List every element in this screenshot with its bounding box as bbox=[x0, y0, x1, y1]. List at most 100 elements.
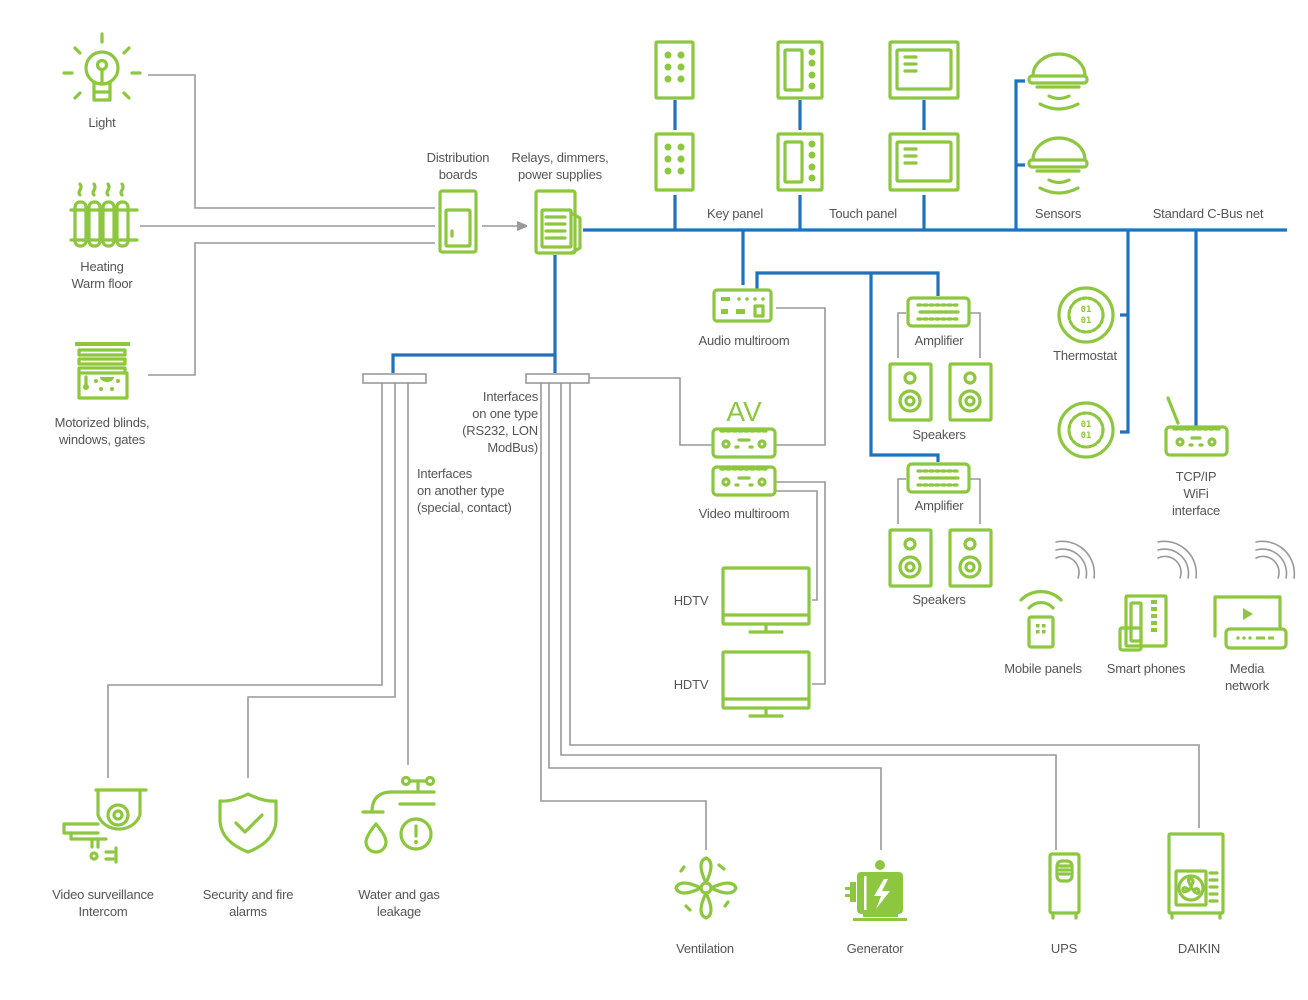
touch-panel-icon bbox=[776, 132, 824, 192]
wire-security bbox=[247, 383, 396, 778]
hdtv-icon bbox=[721, 566, 811, 634]
blinds-icon bbox=[75, 342, 130, 400]
label-ups: UPS bbox=[1050, 941, 1078, 956]
ups-icon bbox=[1048, 852, 1081, 920]
motion-sensor-icon bbox=[1027, 52, 1089, 111]
speaker-icon bbox=[948, 528, 993, 588]
input-wires bbox=[140, 74, 526, 376]
wire-daikin bbox=[569, 383, 1200, 828]
label-light: Light bbox=[88, 115, 116, 130]
wire-amp2-spk-r bbox=[970, 478, 981, 524]
media-player-icon bbox=[1213, 595, 1288, 650]
wire-ups bbox=[560, 383, 1057, 850]
label-generator: Generator bbox=[846, 941, 904, 956]
speaker-icon bbox=[948, 362, 993, 422]
hdtv-icon bbox=[721, 650, 811, 718]
wire-light bbox=[148, 74, 435, 209]
wire-hdtv-2 bbox=[776, 481, 826, 685]
label-blinds: Motorized blinds,windows, gates bbox=[54, 415, 150, 447]
label-daikin: DAIKIN bbox=[1177, 941, 1221, 956]
wire-amp2-spk-l bbox=[897, 478, 906, 524]
fan-icon bbox=[674, 856, 738, 920]
interface-bar-other bbox=[362, 373, 427, 384]
amplifier-icon bbox=[906, 462, 971, 494]
water-leak-icon bbox=[361, 775, 436, 854]
svg-text:01: 01 bbox=[1081, 305, 1092, 315]
label-speakers-1: Speakers bbox=[912, 427, 966, 442]
label-audio-multiroom: Audio multiroom bbox=[698, 333, 790, 348]
wire-amp1-spk-r bbox=[970, 312, 981, 358]
bus-audio-amp1 bbox=[755, 271, 940, 296]
label-cbus-net: Standard C-Bus net bbox=[1152, 206, 1264, 221]
relay-module-icon bbox=[534, 189, 582, 255]
wire-video-surveillance bbox=[107, 383, 383, 778]
screen-panel-icon bbox=[888, 132, 960, 192]
audio-multiroom-icon bbox=[712, 288, 773, 323]
interface-bar-one bbox=[525, 373, 590, 384]
amplifier-icon bbox=[906, 296, 971, 328]
label-smart-phones: Smart phones bbox=[1106, 661, 1186, 676]
mobile-remote-icon bbox=[1019, 590, 1063, 649]
bus-sensors bbox=[1014, 79, 1025, 230]
label-sensors: Sensors bbox=[1034, 206, 1082, 221]
screen-panel-icon bbox=[888, 40, 960, 100]
key-panel-icon bbox=[654, 40, 695, 100]
touch-panel-icon bbox=[776, 40, 824, 100]
wifi-router-icon bbox=[1164, 396, 1229, 457]
label-amplifier-1: Amplifier bbox=[914, 333, 964, 348]
cbus-network bbox=[391, 79, 1287, 462]
av-receiver-icon bbox=[711, 465, 777, 497]
label-ventilation: Ventilation bbox=[676, 941, 734, 956]
smartphone-icon bbox=[1118, 594, 1168, 652]
wire-ventilation bbox=[540, 383, 707, 850]
lightbulb-icon bbox=[62, 32, 142, 102]
motion-sensor-icon bbox=[1027, 136, 1089, 195]
distribution-board-icon bbox=[438, 189, 478, 254]
bus-thermostat bbox=[1120, 230, 1130, 434]
label-mobile-panels: Mobile panels bbox=[1004, 661, 1082, 676]
speaker-icon bbox=[888, 528, 933, 588]
wire-hdtv-1 bbox=[776, 490, 818, 601]
shield-check-icon bbox=[218, 792, 278, 854]
wire-blinds bbox=[148, 242, 435, 376]
label-video-multiroom: Video multiroom bbox=[698, 506, 790, 521]
label-relays: Relays, dimmers,power supplies bbox=[511, 150, 609, 182]
wire-amp1-spk-l bbox=[897, 312, 906, 358]
interface-wires bbox=[107, 307, 1200, 850]
label-key-panel: Key panel bbox=[706, 206, 764, 221]
bus-interfaces bbox=[391, 255, 557, 373]
label-hdtv-1: HDTV bbox=[673, 593, 709, 608]
ac-outdoor-unit-icon bbox=[1167, 832, 1225, 920]
key-panel-icon bbox=[654, 132, 695, 192]
wire-generator bbox=[548, 383, 882, 850]
svg-text:01: 01 bbox=[1081, 420, 1092, 430]
thermostat-icon: 01 01 bbox=[1057, 401, 1115, 459]
label-thermostat: Thermostat bbox=[1053, 348, 1117, 363]
label-hdtv-2: HDTV bbox=[673, 677, 709, 692]
wire-av bbox=[589, 377, 712, 446]
thermostat-icon: 01 01 bbox=[1057, 286, 1115, 344]
label-touch-panel: Touch panel bbox=[829, 206, 897, 221]
svg-text:01: 01 bbox=[1081, 316, 1092, 326]
bus-audio-amp2 bbox=[869, 273, 940, 462]
wireless-waves bbox=[1055, 540, 1296, 579]
generator-icon bbox=[845, 860, 907, 921]
av-receiver-icon bbox=[711, 427, 777, 459]
label-speakers-2: Speakers bbox=[912, 592, 966, 607]
av-label: AV bbox=[726, 396, 762, 427]
speaker-icon bbox=[888, 362, 933, 422]
radiator-icon bbox=[69, 182, 139, 248]
cctv-camera-icon bbox=[62, 788, 148, 864]
svg-text:01: 01 bbox=[1081, 431, 1092, 441]
wire-audio-av bbox=[776, 307, 826, 446]
